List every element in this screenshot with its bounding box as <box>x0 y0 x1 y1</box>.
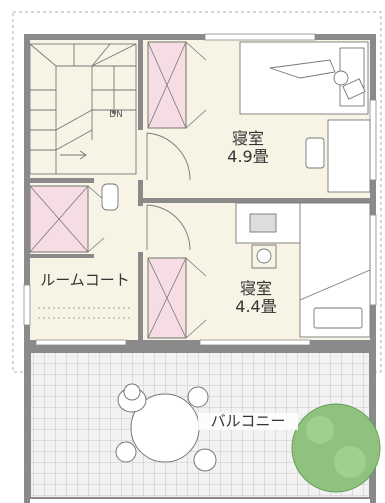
bedroom-upper-label: 寝室 4.9畳 <box>213 129 283 167</box>
bedroom-lower-size: 4.4畳 <box>235 297 277 317</box>
bed-lower <box>299 202 371 338</box>
balcony-label: バルコニー <box>198 412 298 431</box>
room-coat-label: ルームコート <box>40 271 130 289</box>
closet-coat <box>29 185 105 253</box>
person-figure <box>101 183 119 211</box>
closet-upper <box>147 41 207 129</box>
bed-upper <box>239 41 369 115</box>
desk-lower <box>235 202 303 269</box>
staircase <box>29 43 137 175</box>
bedroom-lower-name: 寝室 <box>239 279 272 298</box>
windows <box>23 33 377 346</box>
bedroom-upper-name: 寝室 <box>231 129 264 148</box>
stairs-dn-label: DN <box>109 110 123 120</box>
bedroom-lower-label: 寝室 4.4畳 <box>221 279 291 317</box>
balcony-rail-left <box>24 345 30 503</box>
closet-lower <box>147 257 207 339</box>
tree-icon <box>291 403 381 493</box>
bedroom-upper-size: 4.9畳 <box>227 147 269 167</box>
coat-hanger-marks <box>38 307 132 319</box>
door-upper-bedroom <box>146 132 191 181</box>
balcony-wall <box>24 345 376 352</box>
patio-table-set <box>115 383 217 472</box>
door-lower-bedroom <box>146 204 191 251</box>
desk-upper <box>305 119 371 193</box>
